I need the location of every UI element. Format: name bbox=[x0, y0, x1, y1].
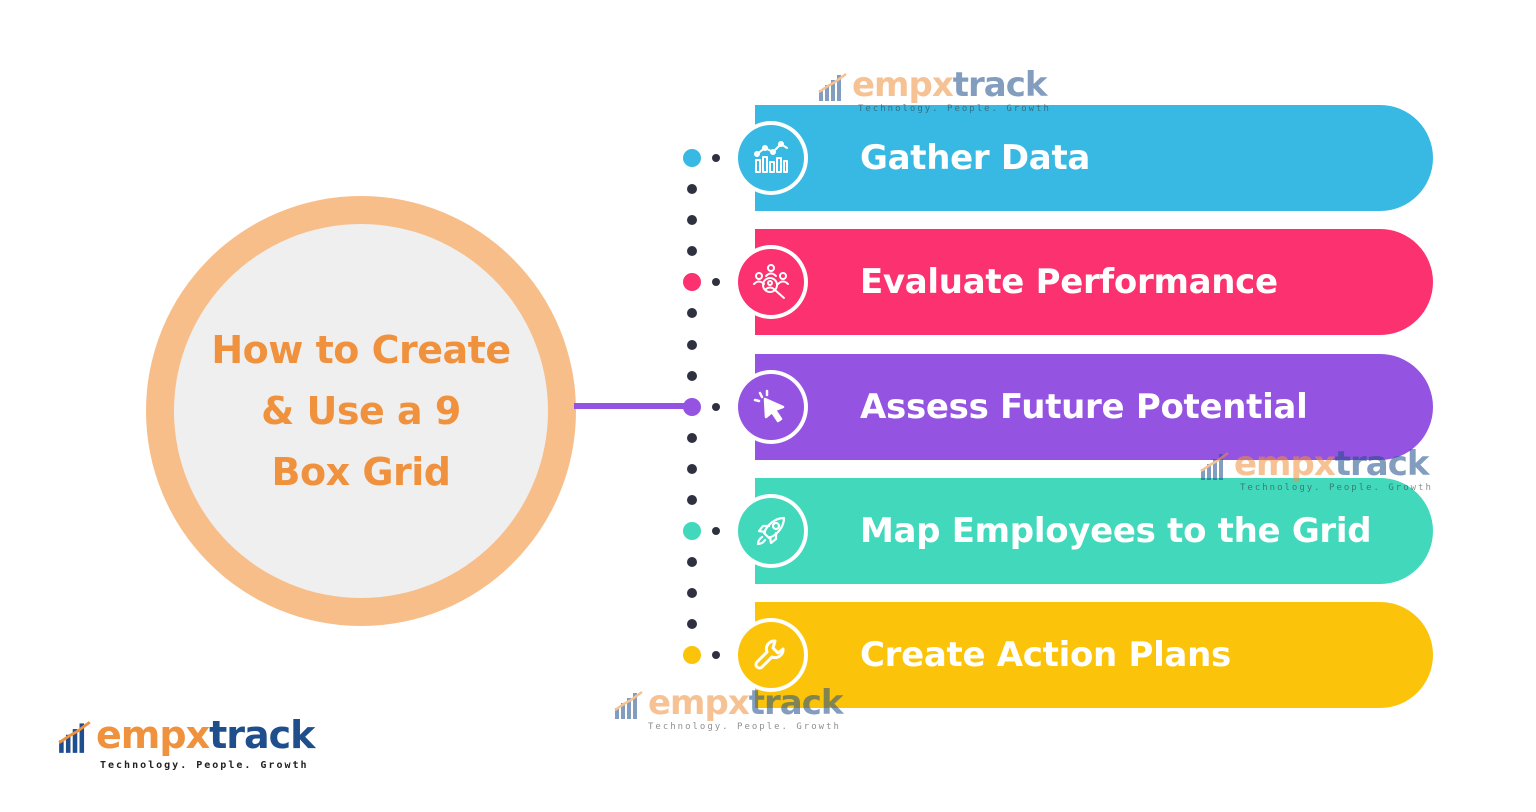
step-icon-badge bbox=[734, 245, 808, 319]
logo-tagline: Technology. People. Growth bbox=[1240, 483, 1433, 493]
timeline-dot bbox=[687, 588, 697, 598]
step-marker-dot bbox=[683, 646, 701, 664]
step-pill bbox=[755, 478, 1433, 584]
brand-logo: empxtrack Technology. People. Growth bbox=[58, 713, 315, 771]
step-small-dot bbox=[712, 278, 720, 286]
step-marker-dot bbox=[683, 273, 701, 291]
step-marker-dot bbox=[683, 398, 701, 416]
step-label: Evaluate Performance bbox=[860, 262, 1278, 302]
timeline-dot bbox=[687, 339, 697, 350]
logo-mark-icon bbox=[614, 690, 643, 719]
logo-tagline: Technology. People. Growth bbox=[100, 760, 309, 771]
cursor-click-icon bbox=[753, 389, 785, 423]
logo-text-part1: empx bbox=[96, 713, 210, 757]
logo-text-part1: empx bbox=[648, 683, 750, 723]
step-label: Create Action Plans bbox=[860, 635, 1231, 675]
timeline-dot bbox=[687, 370, 697, 381]
step-icon-badge bbox=[734, 121, 808, 195]
timeline-dot bbox=[687, 184, 697, 194]
step-label: Assess Future Potential bbox=[860, 387, 1308, 427]
logo-mark-icon bbox=[58, 721, 91, 753]
step-marker-dot bbox=[683, 522, 701, 540]
timeline-dot bbox=[687, 557, 697, 567]
step-small-dot bbox=[712, 403, 720, 411]
logo-tagline: Technology. People. Growth bbox=[648, 722, 841, 732]
step-small-dot bbox=[712, 154, 720, 162]
step-label: Gather Data bbox=[860, 138, 1091, 178]
bar-chart-icon bbox=[754, 141, 788, 173]
wrench-icon bbox=[754, 639, 785, 670]
logo-text-part2: track bbox=[952, 65, 1048, 105]
timeline-dot bbox=[687, 464, 697, 474]
logo-text-part2: track bbox=[209, 713, 315, 757]
timeline-dot bbox=[687, 433, 697, 443]
step-small-dot bbox=[712, 651, 720, 659]
step-small-dot bbox=[712, 527, 720, 535]
logo-tagline: Technology. People. Growth bbox=[858, 104, 1051, 114]
watermark-logo-right: empxtrack Technology. People. Growth bbox=[1200, 447, 1433, 493]
step-marker-dot bbox=[683, 149, 701, 167]
watermark-logo-top: empxtrack Technology. People. Growth bbox=[818, 68, 1051, 114]
step-pill bbox=[755, 602, 1433, 708]
timeline-dot bbox=[687, 495, 697, 505]
rocket-icon bbox=[756, 516, 786, 546]
connector-line bbox=[574, 403, 692, 409]
step-icon-badge bbox=[734, 494, 808, 568]
logo-text-part2: track bbox=[1334, 444, 1430, 484]
step-pill bbox=[755, 105, 1433, 211]
logo-mark-icon bbox=[1200, 451, 1229, 480]
timeline-dot bbox=[687, 619, 697, 629]
step-pill bbox=[755, 229, 1433, 335]
step-label: Map Employees to the Grid bbox=[860, 511, 1372, 551]
timeline-dot bbox=[687, 308, 697, 319]
logo-text-part2: track bbox=[748, 683, 844, 723]
logo-text-part1: empx bbox=[852, 65, 954, 105]
step-icon-badge bbox=[734, 370, 808, 444]
timeline-dot bbox=[687, 215, 697, 225]
watermark-logo-bottom: empxtrack Technology. People. Growth bbox=[614, 686, 843, 732]
logo-mark-icon bbox=[818, 72, 847, 101]
step-icon-badge bbox=[734, 618, 808, 692]
step-pill bbox=[755, 354, 1433, 460]
logo-text-part1: empx bbox=[1234, 444, 1336, 484]
team-search-icon bbox=[753, 264, 789, 299]
timeline-dot bbox=[687, 246, 697, 256]
